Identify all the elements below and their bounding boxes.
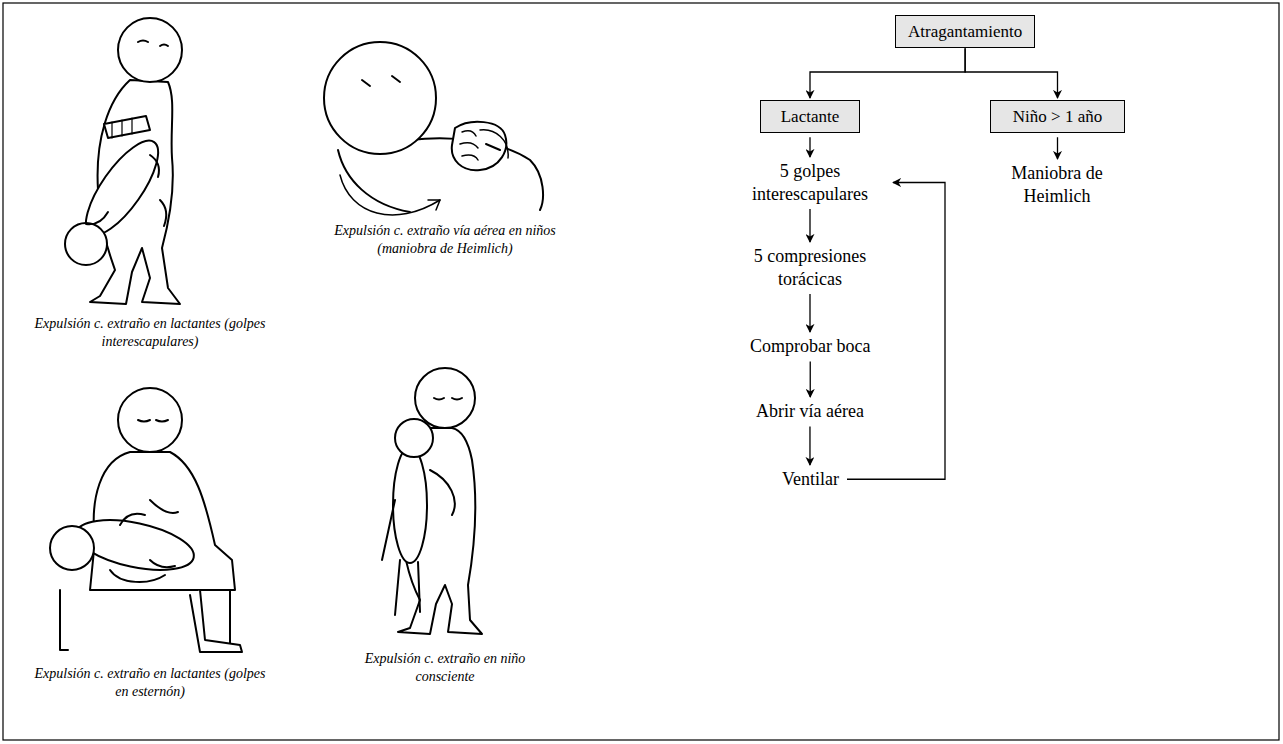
node-text: 5 golpes interescapulares <box>735 160 885 205</box>
flow-arrow <box>810 362 811 398</box>
node-text: Lactante <box>773 106 847 127</box>
figure-caption: Expulsión c. extraño en lactantes (golpe… <box>34 665 266 701</box>
node-text: Comprobar boca <box>750 335 870 358</box>
node-text: Abrir vía aérea <box>756 400 864 423</box>
figure-caption: Expulsión c. extraño vía aérea en niños … <box>325 222 565 258</box>
frame <box>3 3 1279 740</box>
flow-arrow <box>1057 137 1058 159</box>
flow-arrow <box>809 294 810 332</box>
step-text: 5 golpes interescapulares <box>735 160 885 205</box>
step-text: Abrir vía aérea <box>756 400 864 423</box>
figure-caption: Expulsión c. extraño en lactantes (golpe… <box>34 315 266 351</box>
step-text: Ventilar <box>782 468 839 491</box>
figure-conscious-child <box>382 368 482 634</box>
step-text: Maniobra de Heimlich <box>992 162 1122 207</box>
figure-infant-back-blows <box>65 18 182 304</box>
step-text: 5 compresiones torácicas <box>735 245 885 290</box>
flow-arrow <box>965 48 1057 98</box>
flow-arrow <box>847 183 945 480</box>
process-box: Lactante <box>760 100 860 133</box>
figure-infant-chest-thrusts <box>50 388 242 652</box>
process-box: Niño > 1 año <box>990 100 1125 133</box>
step-text: Comprobar boca <box>750 335 870 358</box>
flow-arrow <box>810 48 965 98</box>
node-text: Niño > 1 año <box>1003 106 1112 127</box>
figure-caption: Expulsión c. extraño en niño consciente <box>359 650 531 686</box>
node-text: Atragantamiento <box>908 21 1022 42</box>
node-text: 5 compresiones torácicas <box>735 245 885 290</box>
node-text: Ventilar <box>782 468 839 491</box>
flow-arrow <box>809 137 810 157</box>
flow-arrow <box>809 427 810 466</box>
flow-arrow <box>809 209 810 242</box>
node-text: Maniobra de Heimlich <box>992 162 1122 207</box>
process-box: Atragantamiento <box>895 15 1035 48</box>
figure-heimlich <box>324 42 543 215</box>
